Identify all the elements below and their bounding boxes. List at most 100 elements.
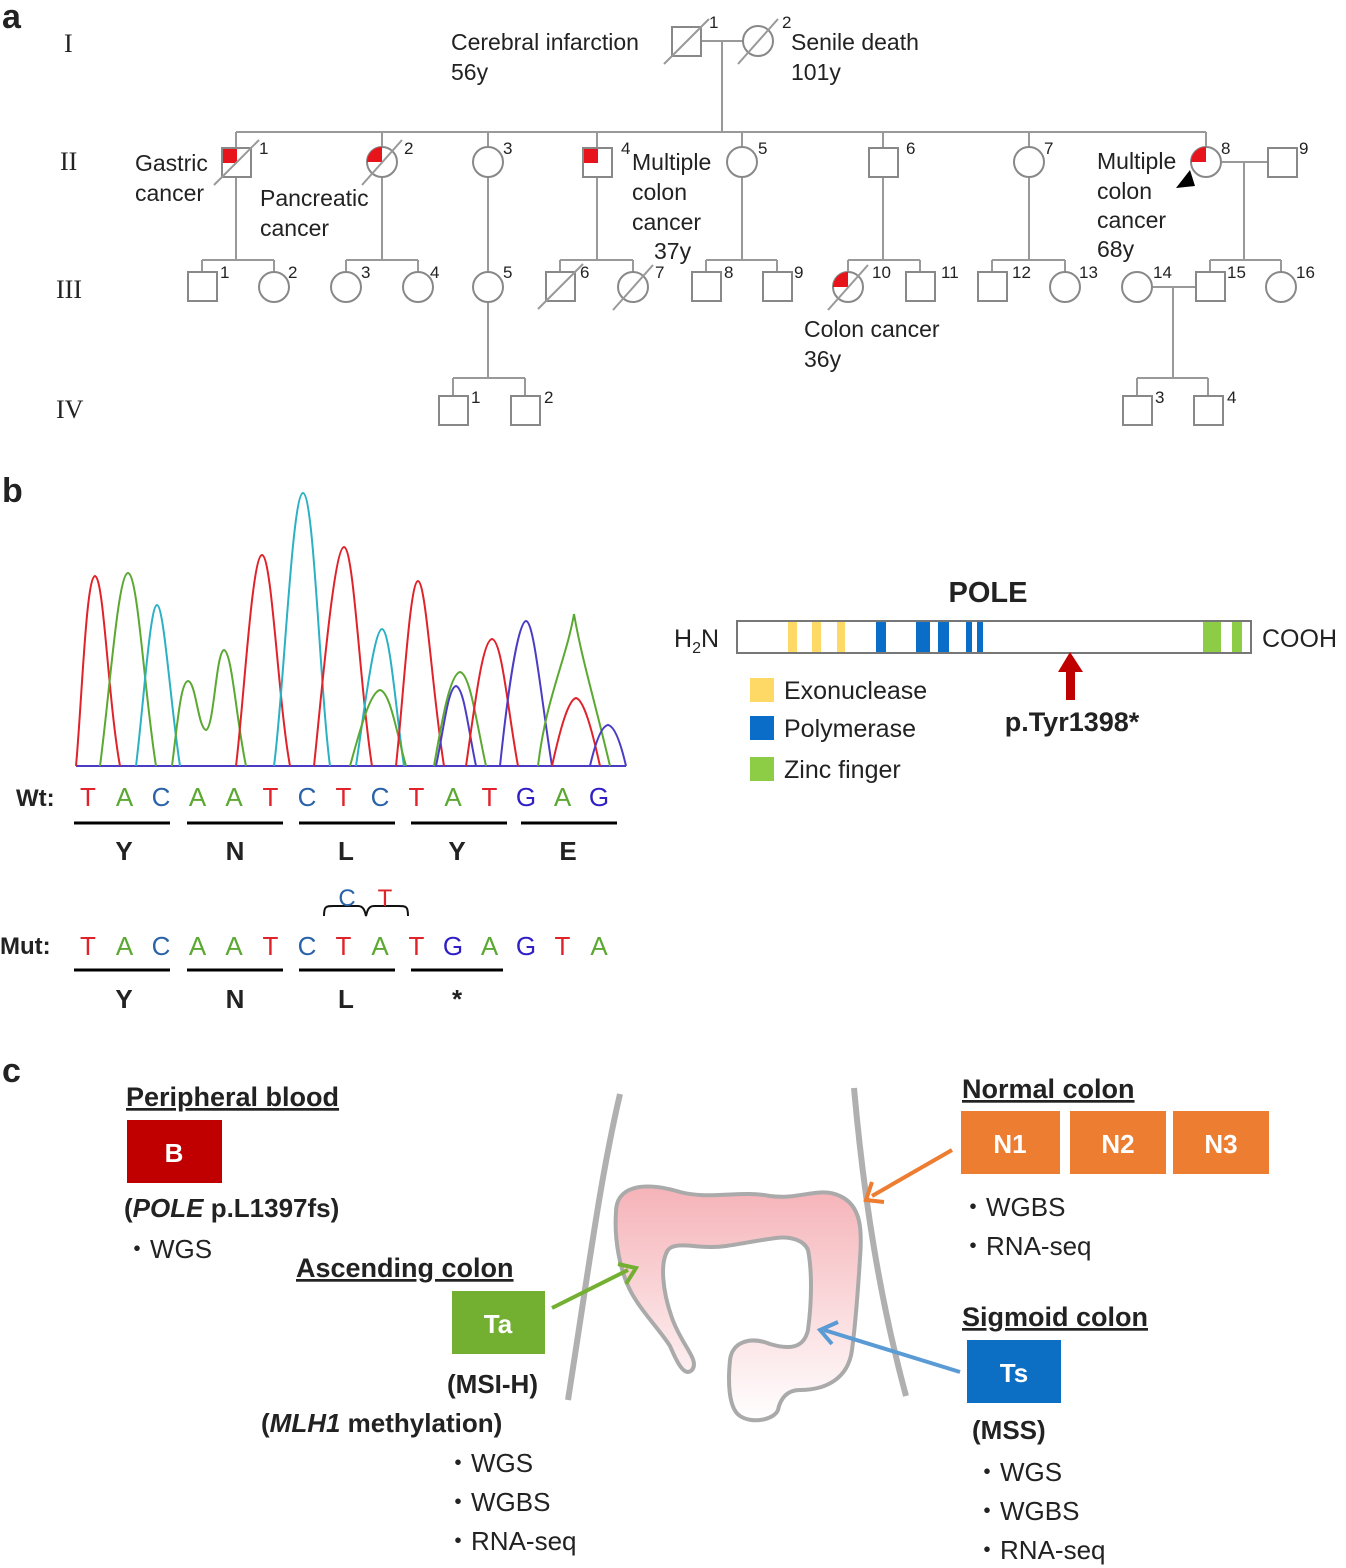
ii1-diagnosis-line1: Gastric xyxy=(135,150,208,176)
iii10-age: 36y xyxy=(804,346,842,372)
ii9-number: 9 xyxy=(1299,139,1308,158)
blood-mutation-note: (POLE p.L1397fs) xyxy=(124,1193,339,1223)
wt-base: A xyxy=(444,782,462,812)
iii8-male xyxy=(691,271,722,302)
ii3-female xyxy=(472,146,504,178)
ii8-age: 68y xyxy=(1097,236,1135,262)
i2-cause-of-death: Senile death xyxy=(791,29,919,55)
pole-n-terminus: H2N xyxy=(674,625,719,657)
legend-label-zinc-finger: Zinc finger xyxy=(784,756,901,784)
normal-assay-0: ・WGBS xyxy=(960,1192,1065,1222)
sigmoid-assay-0: ・WGS xyxy=(974,1457,1062,1487)
colon-shape xyxy=(613,1184,863,1423)
exonuclease-domain xyxy=(812,622,821,652)
ii3-number: 3 xyxy=(503,139,512,158)
blood-assay-0: ・WGS xyxy=(124,1234,212,1264)
mut-label: Mut: xyxy=(0,933,51,960)
polymerase-domain xyxy=(938,622,949,652)
mut-base: T xyxy=(409,931,425,961)
ii4-affected-quadrant xyxy=(584,149,598,163)
ii1-affected-quadrant xyxy=(223,149,237,163)
ii8-affected-quadrant xyxy=(1191,147,1206,162)
polymerase-domain xyxy=(916,622,930,652)
wt-base: A xyxy=(116,782,134,812)
ascending-assay-0: ・WGS xyxy=(445,1448,533,1478)
iii9-number: 9 xyxy=(794,263,803,282)
iii14-number: 14 xyxy=(1153,263,1172,282)
ascending-note-rest: methylation) xyxy=(340,1408,502,1438)
ii8-diagnosis-line3: cancer xyxy=(1097,207,1166,233)
ii2-affected-quadrant xyxy=(367,147,382,162)
generation-label-iii: III xyxy=(56,275,82,304)
polymerase-domain xyxy=(876,622,886,652)
panel-label-a: a xyxy=(2,0,22,36)
ii4-diagnosis-line1: Multiple xyxy=(632,149,711,175)
ascending-assay-label-0: WGS xyxy=(471,1448,533,1478)
ii7-female xyxy=(1013,146,1045,178)
ii2-number: 2 xyxy=(404,139,413,158)
sigmoid-arrowhead-icon xyxy=(816,1320,839,1346)
ii8-diagnosis-line2: colon xyxy=(1097,178,1152,204)
ascending-note-gene: MLH1 xyxy=(270,1408,341,1438)
legend-label-exonuclease: Exonuclease xyxy=(784,677,927,705)
normal-assay-label-1: RNA-seq xyxy=(986,1231,1091,1261)
wt-base: C xyxy=(371,782,390,812)
pedigree-numbers: 1 2 1 2 3 4 5 6 7 8 9 1 2 3 4 5 6 7 8 9 … xyxy=(220,13,1315,407)
generation-label-i: I xyxy=(64,29,73,58)
blood-title: Peripheral blood xyxy=(126,1082,339,1112)
sigmoid-sample-box xyxy=(967,1340,1061,1403)
panel-label-b: b xyxy=(2,472,23,510)
generation-label-ii: II xyxy=(60,147,77,176)
pedigree-lines xyxy=(201,40,1282,396)
iii7-number: 7 xyxy=(655,263,664,282)
ii1-number: 1 xyxy=(259,139,268,158)
sequencing-chromatogram xyxy=(75,491,627,767)
ascending-methylation-note: (MLH1 methylation) xyxy=(261,1408,502,1438)
normal-arrow xyxy=(871,1148,953,1198)
sigmoid-arrow xyxy=(823,1328,961,1374)
normal-assay-label-0: WGBS xyxy=(986,1192,1065,1222)
mut-amino-acid: * xyxy=(452,984,463,1014)
sigmoid-assay-label-2: RNA-seq xyxy=(1000,1535,1105,1565)
iii1-number: 1 xyxy=(220,263,229,282)
mut-base: C xyxy=(152,931,171,961)
iii11-male xyxy=(905,271,936,302)
legend-swatch-zinc-finger xyxy=(750,757,774,781)
iv4-male xyxy=(1193,395,1224,426)
iii9-male xyxy=(762,271,793,302)
normal-sample-label-n2: N2 xyxy=(1101,1129,1134,1159)
mut-base: A xyxy=(590,931,608,961)
iv3-male xyxy=(1122,395,1153,426)
mut-base: T xyxy=(80,931,96,961)
iii4-female xyxy=(402,271,434,303)
blood-note-rest: p.L1397fs) xyxy=(203,1193,339,1223)
wt-base: T xyxy=(482,782,498,812)
ascending-assay-label-1: WGBS xyxy=(471,1487,550,1517)
iii13-number: 13 xyxy=(1079,263,1098,282)
deleted-base-c: C xyxy=(338,885,355,912)
blood-sample-label: B xyxy=(165,1138,184,1168)
wt-base: A xyxy=(225,782,243,812)
pole-legend: Exonuclease Polymerase Zinc finger xyxy=(750,677,927,784)
iv4-number: 4 xyxy=(1227,388,1236,407)
proband-arrow-icon xyxy=(1176,170,1195,188)
iii13-female xyxy=(1049,271,1081,303)
wt-amino-acid: Y xyxy=(115,836,132,866)
ii4-age: 37y xyxy=(654,238,692,264)
normal-sample-label-n3: N3 xyxy=(1204,1129,1237,1159)
ii7-number: 7 xyxy=(1044,139,1053,158)
sigmoid-mss-note: (MSS) xyxy=(972,1415,1046,1445)
iii15-number: 15 xyxy=(1227,263,1246,282)
mut-base: T xyxy=(555,931,571,961)
iii3-number: 3 xyxy=(361,263,370,282)
polymerase-domain xyxy=(966,622,972,652)
mut-base: G xyxy=(516,931,536,961)
wt-base: A xyxy=(554,782,572,812)
wt-base: A xyxy=(189,782,207,812)
ii8-number: 8 xyxy=(1221,139,1230,158)
mut-amino-acid: L xyxy=(338,984,354,1014)
